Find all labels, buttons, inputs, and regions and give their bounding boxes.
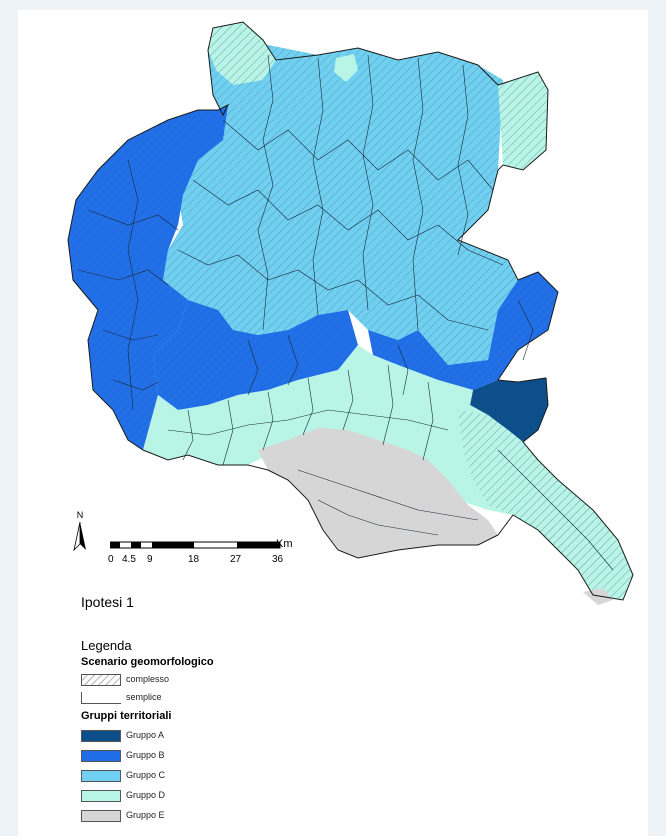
legend-label: Gruppo C xyxy=(126,770,166,780)
color-swatch xyxy=(81,730,121,742)
gruppo-d-patch-n xyxy=(334,54,358,82)
region-map[interactable] xyxy=(18,10,648,610)
municipal-boundaries xyxy=(77,54,614,571)
scale-tick: 36 xyxy=(272,554,284,565)
legend-label: Gruppo A xyxy=(126,730,165,740)
scale-bar-graphic xyxy=(110,541,281,549)
legend-label: semplice xyxy=(126,692,162,702)
hatch-swatch xyxy=(81,674,121,686)
region-outline xyxy=(67,21,634,601)
gruppo-c-hatch xyxy=(163,45,518,365)
legend-heading: Legenda xyxy=(81,638,132,653)
map-sheet: N Km 0 4.5 9 18 27 36 Ipotesi 1 Legenda … xyxy=(18,10,648,836)
legend-label: Gruppo B xyxy=(126,750,165,760)
scale-tick: 0 xyxy=(108,554,114,565)
gruppo-d-north[interactable] xyxy=(208,22,548,170)
map-title: Ipotesi 1 xyxy=(81,594,134,610)
legend-label: Gruppo D xyxy=(126,790,166,800)
scale-bar: N Km 0 4.5 9 18 27 36 xyxy=(73,510,310,576)
north-arrow: N xyxy=(70,510,90,560)
legend-label: complesso xyxy=(126,674,170,684)
color-swatch xyxy=(81,750,121,762)
north-label: N xyxy=(76,510,84,520)
gruppo-e-small xyxy=(583,588,613,605)
scale-tick: 4.5 xyxy=(122,554,136,565)
gruppo-e-region xyxy=(258,428,498,558)
color-swatch xyxy=(81,770,121,782)
color-swatch xyxy=(81,790,121,802)
color-swatch xyxy=(81,810,121,822)
gruppo-e-area[interactable] xyxy=(258,428,613,605)
gruppo-a-region xyxy=(470,378,548,442)
scale-tick: 9 xyxy=(147,554,153,565)
north-arrow-icon xyxy=(73,522,86,552)
gruppo-c-area[interactable] xyxy=(163,45,518,365)
groups-heading: Gruppi territoriali xyxy=(81,710,172,722)
scale-unit: Km xyxy=(276,538,293,550)
plain-swatch xyxy=(81,692,121,704)
scale-tick: 27 xyxy=(230,554,242,565)
geomorph-heading: Scenario geomorfologico xyxy=(81,656,214,668)
scale-tick: 18 xyxy=(188,554,200,565)
gruppo-a-area[interactable] xyxy=(470,378,548,442)
legend-label: Gruppo E xyxy=(126,810,165,820)
